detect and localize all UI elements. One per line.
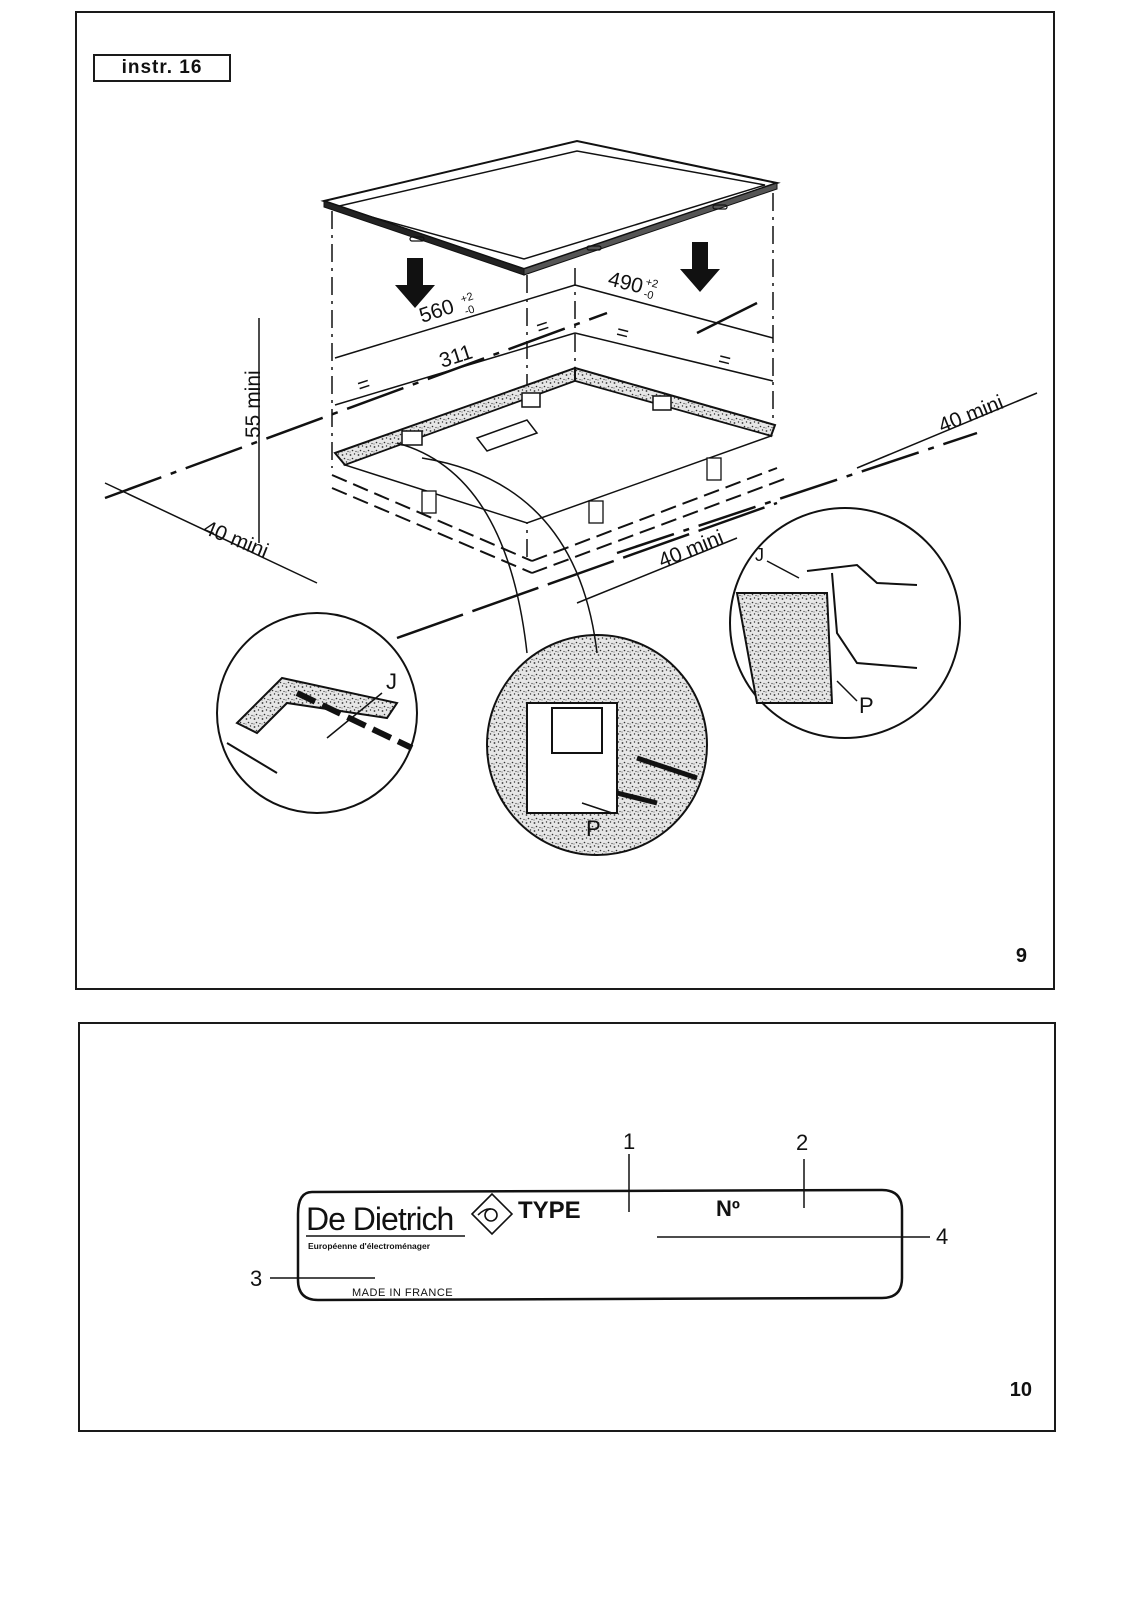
detail-joint-circle [216, 612, 418, 814]
clearance-rear: 40 mini [935, 391, 1006, 438]
plate-leaders [270, 1154, 930, 1279]
brand-subtitle: Européenne d'électroménager [308, 1241, 431, 1251]
figure-number: 9 [1015, 945, 1027, 967]
clip-label-2: P [859, 693, 874, 718]
dimension-depth-tol-minus: -0 [642, 288, 654, 302]
joint-label-2: J [755, 545, 764, 565]
brand-emblem-icon [470, 1192, 514, 1236]
worktop-edges [331, 467, 788, 574]
dimension-width-tol-minus: -0 [463, 303, 476, 317]
clearance-side: 40 mini [655, 526, 726, 573]
worktop-cutout [333, 366, 777, 524]
dimension-width-tol-plus: +2 [459, 291, 475, 306]
detail-callouts: J P J P [326, 545, 874, 841]
made-in-france: MADE IN FRANCE [352, 1287, 453, 1299]
rating-plate-diagram: De Dietrich Européenne d'électroménager … [250, 1129, 948, 1302]
clip-label-1: P [586, 816, 601, 841]
equal-mark-right-1: = [614, 321, 631, 346]
detail-clip-circle [486, 634, 708, 856]
detail-leaders [396, 442, 598, 654]
dimension-depth-tol-plus: +2 [644, 276, 659, 291]
callout-3: 3 [250, 1266, 262, 1291]
hob-installation-diagram: 560 +2 -0 490 +2 -0 311 = = = = 55 mini … [104, 139, 1038, 856]
equal-mark-left: = [354, 372, 373, 398]
equal-mark-middle: = [533, 314, 552, 340]
equal-mark-right-2: = [716, 348, 733, 373]
detail-section-circle [729, 507, 961, 739]
clearance-front: 40 mini [200, 516, 271, 563]
figure-9-panel: instr. 16 [75, 11, 1055, 990]
worktop-lines [104, 301, 978, 640]
figure-number-10: 10 [1009, 1379, 1032, 1401]
clearance-top: 55 mini [242, 370, 265, 438]
number-label: Nº [716, 1196, 740, 1221]
figure-10-panel: De Dietrich Européenne d'électroménager … [78, 1022, 1056, 1432]
rating-plate-outline [296, 1188, 904, 1302]
dimension-lines [104, 284, 1038, 604]
joint-label-1: J [386, 669, 397, 694]
down-arrows [395, 242, 720, 308]
callout-2: 2 [796, 1130, 808, 1155]
dimension-depth: 490 [606, 268, 646, 299]
instruction-label: instr. 16 [93, 54, 231, 82]
type-label: TYPE [518, 1197, 581, 1224]
dimension-offset: 311 [436, 341, 475, 373]
brand-logo-text: De Dietrich [306, 1201, 453, 1237]
callout-1: 1 [623, 1129, 635, 1154]
cooktop-drawing [320, 139, 781, 276]
callout-4: 4 [936, 1224, 948, 1249]
